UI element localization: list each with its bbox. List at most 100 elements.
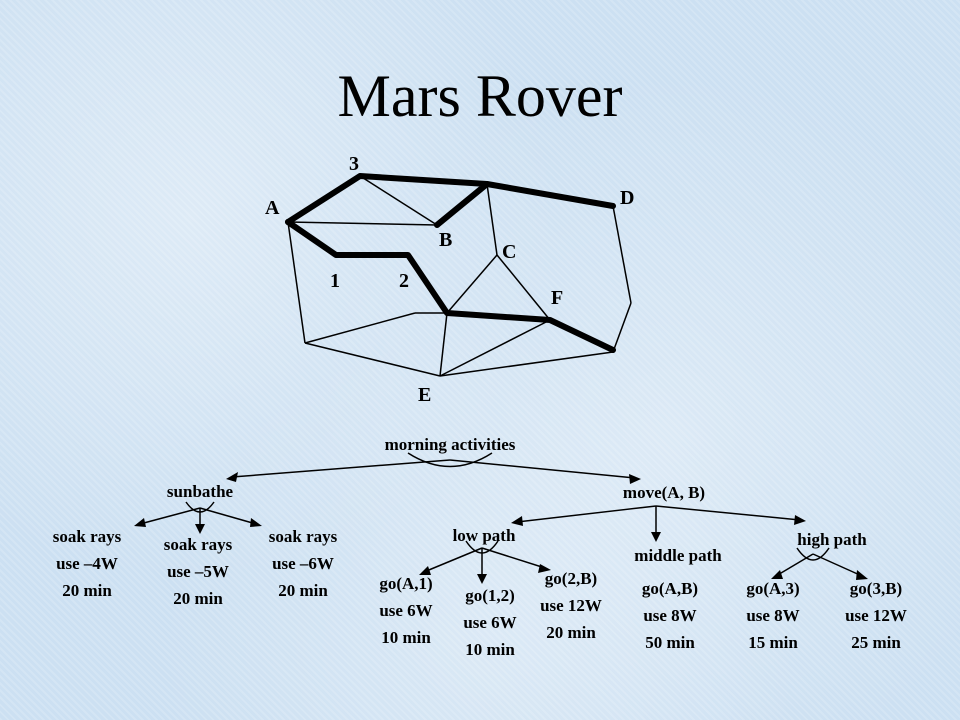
step-power: use 6W: [379, 601, 432, 620]
map-edge: [439, 351, 614, 377]
map-edge: [359, 175, 438, 226]
middle-path-step-1: go(A,B) use 8W 50 min: [642, 579, 698, 652]
step-action: go(1,2): [465, 586, 515, 605]
arrowhead: [477, 574, 487, 584]
sunbathe-label: sunbathe: [167, 482, 234, 501]
step-action: go(A,B): [642, 579, 698, 598]
tree-edge: [423, 547, 483, 573]
and-arc: [407, 452, 493, 468]
step-time: 50 min: [645, 633, 695, 652]
arrowhead: [195, 524, 205, 534]
node-label-d: D: [620, 187, 634, 209]
step-action: go(2,B): [545, 569, 597, 588]
tree-edge: [655, 505, 801, 521]
step-time: 20 min: [546, 623, 596, 642]
sunbathe-option-3: soak rays use –6W 20 min: [269, 527, 338, 600]
step-action: go(A,1): [379, 574, 432, 593]
and-arc: [796, 547, 830, 561]
sunbathe-option-2: soak rays use –5W 20 min: [164, 535, 233, 608]
map-edge: [612, 302, 632, 353]
node-label-1: 1: [330, 270, 340, 292]
or-arc: [185, 501, 215, 513]
node-label-e: E: [418, 384, 431, 406]
tree-edges: [139, 452, 863, 578]
arrowhead: [651, 532, 661, 542]
sunbathe-option-1: soak rays use –4W 20 min: [53, 527, 122, 600]
map-node-labels: 3 A D B C 1 2 F E: [265, 153, 634, 406]
step-time: 25 min: [851, 633, 901, 652]
tree-edge: [139, 507, 201, 525]
arrowhead: [511, 516, 523, 526]
and-arc: [465, 540, 499, 554]
tree-arrowheads: [134, 472, 868, 584]
step-power: use 12W: [845, 606, 907, 625]
map-edge: [304, 342, 441, 377]
tree-edge: [481, 547, 546, 569]
node-label-a: A: [265, 197, 280, 219]
map-edge: [287, 221, 438, 226]
map-edge: [496, 254, 551, 321]
map-edge: [486, 183, 498, 256]
tree-edge: [199, 507, 257, 525]
step-time: 15 min: [748, 633, 798, 652]
step-power: use 12W: [540, 596, 602, 615]
step-time: 10 min: [465, 640, 515, 659]
map-edge: [304, 312, 416, 344]
node-label-c: C: [502, 241, 516, 263]
tree-edge: [516, 505, 657, 523]
option-power: use –6W: [272, 554, 334, 573]
option-action: soak rays: [269, 527, 338, 546]
arrowhead: [794, 515, 806, 525]
option-time: 20 min: [173, 589, 223, 608]
high-path-route: [285, 173, 490, 228]
step-power: use 8W: [746, 606, 799, 625]
node-label-b: B: [439, 229, 452, 251]
node-label-f: F: [551, 287, 563, 309]
tree-edge: [449, 459, 636, 479]
high-path-step-1: go(A,3) use 8W 15 min: [746, 579, 799, 652]
map-edge: [439, 312, 448, 377]
slide-title: Mars Rover: [337, 63, 623, 129]
option-action: soak rays: [164, 535, 233, 554]
option-power: use –5W: [167, 562, 229, 581]
arrowhead: [856, 570, 868, 580]
high-path-step-2: go(3,B) use 12W 25 min: [845, 579, 907, 652]
arrowhead: [250, 518, 262, 527]
step-action: go(3,B): [850, 579, 902, 598]
middle-path-label: middle path: [634, 546, 722, 565]
move-label: move(A, B): [623, 483, 705, 502]
low-path-label: low path: [453, 526, 516, 545]
option-action: soak rays: [53, 527, 122, 546]
tree-edge: [775, 553, 814, 577]
low-path-route: [285, 219, 616, 353]
arrowhead: [226, 472, 238, 482]
map-edge: [446, 254, 498, 314]
highlighted-paths: [285, 173, 616, 353]
step-time: 10 min: [381, 628, 431, 647]
high-path-label: high path: [797, 530, 867, 549]
step-action: go(A,3): [746, 579, 799, 598]
map-edge: [612, 205, 632, 304]
tree-labels: morning activities sunbathe soak rays us…: [53, 435, 907, 659]
tree-root-label: morning activities: [385, 435, 516, 454]
tree-edge: [231, 459, 451, 478]
node-label-2: 2: [399, 270, 409, 292]
arrowhead: [419, 566, 431, 575]
arrowhead: [771, 570, 783, 579]
node-label-3: 3: [349, 153, 359, 175]
arrowhead: [629, 474, 641, 484]
option-power: use –4W: [56, 554, 118, 573]
option-time: 20 min: [62, 581, 112, 600]
route-segment: [484, 181, 616, 209]
step-power: use 8W: [643, 606, 696, 625]
low-path-step-2: go(1,2) use 6W 10 min: [463, 586, 516, 659]
arrowhead: [134, 518, 146, 527]
option-time: 20 min: [278, 581, 328, 600]
map-edge: [439, 319, 551, 377]
low-path-step-1: go(A,1) use 6W 10 min: [379, 574, 432, 647]
step-power: use 6W: [463, 613, 516, 632]
low-path-step-3: go(2,B) use 12W 20 min: [540, 569, 602, 642]
arrowhead: [538, 564, 551, 573]
map-edge: [287, 221, 306, 344]
